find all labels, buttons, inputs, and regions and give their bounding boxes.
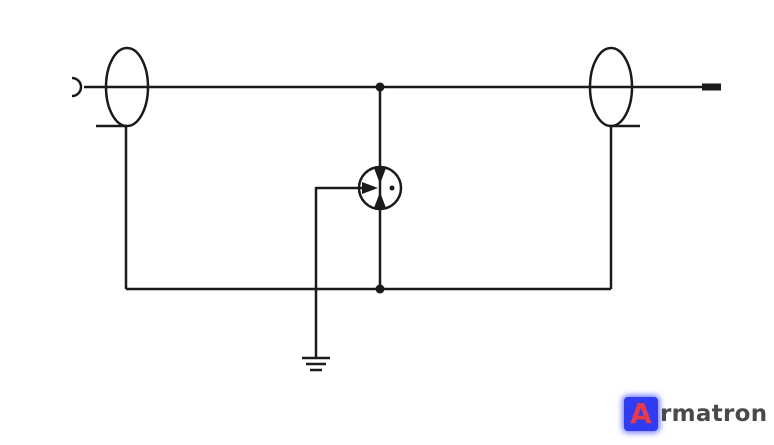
junction-dot-bottom xyxy=(375,284,385,294)
switch-arrow-right xyxy=(362,182,378,194)
left-current-transformer-icon xyxy=(96,46,150,289)
socket-connector-icon xyxy=(71,76,83,98)
junction-dot-top xyxy=(375,82,385,92)
switch-contact-dot xyxy=(389,185,395,191)
logo-mark: A xyxy=(624,397,658,431)
logo-letter: A xyxy=(630,397,652,430)
logo-text: rmatron xyxy=(660,401,768,427)
switch-arrow-up xyxy=(374,192,386,208)
logo: A rmatron xyxy=(624,396,767,432)
switch-arrow-down xyxy=(374,168,386,184)
plug-connector-icon xyxy=(702,83,721,91)
right-current-transformer-icon xyxy=(588,46,640,289)
disconnect-switch-icon xyxy=(316,165,403,211)
ground-icon xyxy=(302,356,330,372)
